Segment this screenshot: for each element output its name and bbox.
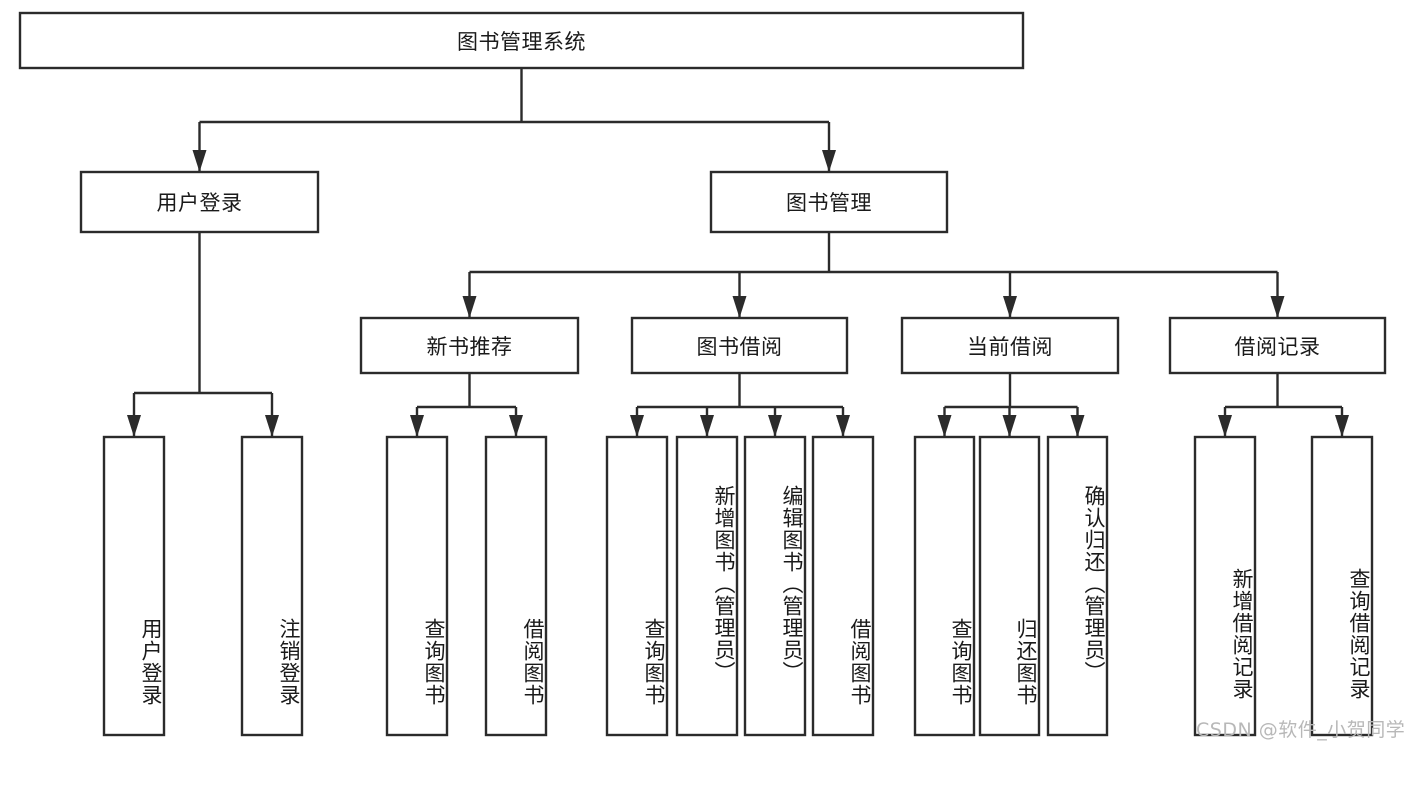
flowchart-svg [18,11,1387,737]
arrow-head-icon-leaf-return-book [1002,415,1017,437]
node-box-leaf-query-borrow-record[interactable] [1310,435,1374,737]
arrow-head-icon-leaf-query-book-recommend [410,415,424,437]
arrow-head-icon-borrow-record [1270,296,1285,318]
arrow-head-icon-leaf-borrow-book [836,415,850,437]
diagram-canvas: 图书管理系统用户登录图书管理新书推荐图书借阅当前借阅借阅记录用户登录注销登录查询… [18,11,1405,741]
arrow-head-icon-book-borrow [732,296,747,318]
arrow-head-icon-book-management [822,150,836,172]
node-box-leaf-return-book[interactable] [978,435,1041,737]
node-box-leaf-edit-book-admin[interactable] [743,435,807,737]
node-box-leaf-user-login[interactable] [102,435,166,737]
arrow-head-icon-leaf-logout-login [265,415,279,437]
node-box-leaf-borrow-book[interactable] [811,435,875,737]
node-box-new-book-recommend[interactable] [359,316,580,375]
arrow-head-icon-new-book-recommend [462,296,477,318]
arrow-head-icon-leaf-query-borrow-record [1335,415,1349,437]
arrow-head-icon-current-borrow [1003,296,1017,318]
node-box-book-borrow[interactable] [630,316,849,375]
node-box-leaf-borrow-book-recommend[interactable] [484,435,548,737]
arrow-head-icon-leaf-borrow-book-recommend [509,415,523,437]
arrow-head-icon-leaf-confirm-return-admin [1070,415,1085,437]
arrow-head-icon-leaf-query-book-current [937,415,952,437]
connectors-layer [127,68,1349,437]
watermark-text: CSDN @软件_小贺同学 [1196,719,1405,741]
arrow-head-icon-user-login [192,150,207,172]
node-box-leaf-confirm-return-admin[interactable] [1046,435,1109,737]
node-box-user-login[interactable] [79,170,320,234]
node-box-leaf-query-book-recommend[interactable] [385,435,449,737]
arrow-head-icon-leaf-edit-book-admin [768,415,782,437]
node-box-leaf-query-book-borrow[interactable] [605,435,669,737]
node-box-leaf-query-book-current[interactable] [913,435,976,737]
node-box-leaf-add-book-admin[interactable] [675,435,739,737]
node-box-current-borrow[interactable] [900,316,1120,375]
arrow-head-icon-leaf-add-book-admin [700,415,714,437]
node-box-leaf-logout-login[interactable] [240,435,304,737]
arrow-head-icon-leaf-query-book-borrow [630,415,644,437]
node-box-borrow-record[interactable] [1168,316,1387,375]
node-box-root[interactable] [18,11,1025,70]
arrow-head-icon-leaf-add-borrow-record [1218,415,1232,437]
node-box-leaf-add-borrow-record[interactable] [1193,435,1257,737]
arrow-head-icon-leaf-user-login [127,415,141,437]
boxes-layer [18,11,1387,737]
node-box-book-management[interactable] [709,170,949,234]
